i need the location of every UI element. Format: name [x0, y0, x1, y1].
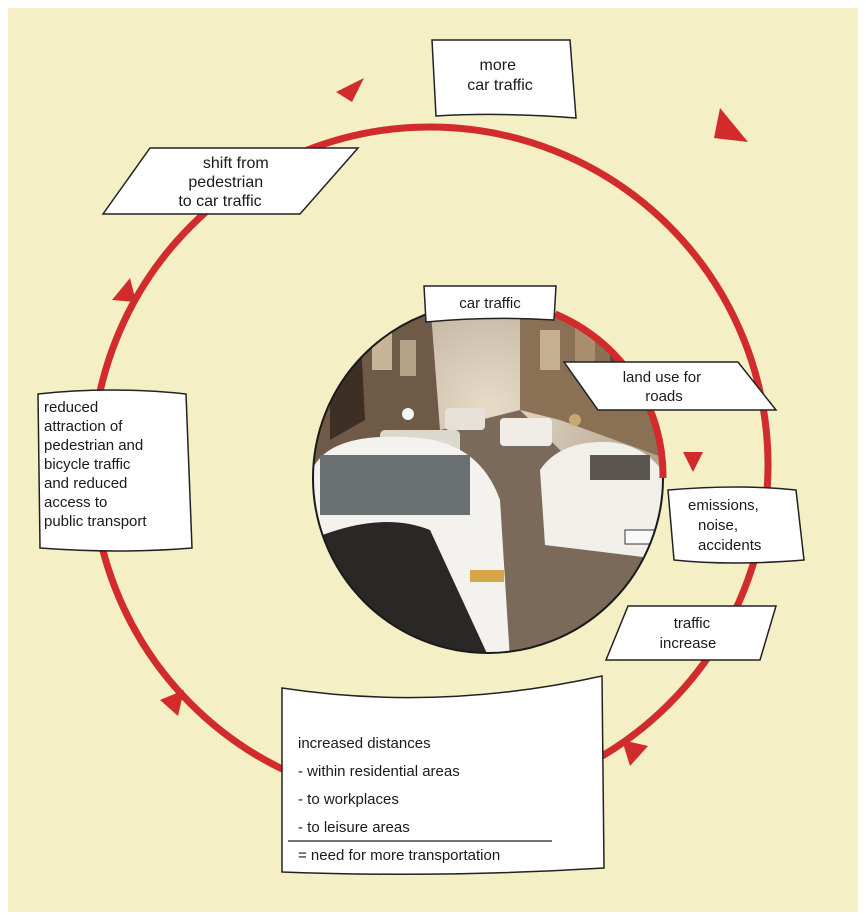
box-emissions: emissions, noise, accidents: [667, 486, 805, 564]
svg-text:traffic increase: traffic increase: [660, 615, 717, 652]
svg-text:emissions, noise,: emissions, noise, accidents: [688, 497, 763, 554]
reduced-line1: reduced: [44, 399, 98, 416]
arrowhead-top-right: [714, 108, 748, 142]
reduced-line6: access to: [44, 494, 107, 511]
car-traffic-label: car traffic: [459, 295, 521, 312]
emissions-line1: emissions,: [688, 497, 759, 514]
arrowhead-left-lower: [160, 690, 184, 716]
box-shift-to-car-traffic: shift from pedestrian to car traffic: [101, 147, 360, 215]
emissions-line2: noise,: [698, 517, 738, 534]
reduced-line4: bicycle traffic: [44, 456, 131, 473]
box-land-use: land use for roads: [562, 361, 778, 411]
traffic-increase-line2: increase: [660, 635, 717, 652]
box-car-traffic: car traffic: [423, 285, 557, 323]
more-car-traffic-line1: more: [480, 57, 517, 74]
arrowhead-left-upper: [112, 278, 136, 302]
distances-result: = need for more transportation: [298, 847, 500, 864]
svg-text:shift from pedestrian: shift from pedestrian to car traffic: [178, 155, 273, 210]
svg-text:land use for roads: land use for roads: [623, 369, 706, 405]
distances-item-workplaces: - to workplaces: [298, 791, 399, 808]
emissions-line3: accidents: [698, 537, 761, 554]
street-traffic-photo-icon: [313, 303, 663, 653]
distances-heading: increased distances: [298, 735, 431, 752]
arrowhead-bottom-right: [622, 740, 648, 766]
svg-text:increased distances - wi: increased distances - within residential…: [298, 735, 500, 864]
shift-line3: to car traffic: [178, 193, 261, 210]
reduced-line2: attraction of: [44, 418, 123, 435]
reduced-line7: public transport: [44, 513, 147, 530]
box-more-car-traffic: more car traffic: [431, 39, 577, 119]
box-reduced-attraction: reduced attraction of pedestrian and bic…: [37, 389, 193, 552]
traffic-increase-line1: traffic: [674, 615, 711, 632]
reduced-line5: and reduced: [44, 475, 127, 492]
box-increased-distances: increased distances - within residential…: [281, 675, 605, 875]
land-use-line2: roads: [645, 388, 683, 405]
distances-item-residential: - within residential areas: [298, 763, 460, 780]
box-traffic-increase: traffic increase: [604, 605, 778, 661]
shift-line1: shift from: [203, 155, 269, 172]
arrowhead-top-left: [336, 78, 364, 102]
reduced-line3: pedestrian and: [44, 437, 143, 454]
more-car-traffic-line2: car traffic: [467, 77, 533, 94]
svg-text:more car traffic: more car traffic: [467, 57, 533, 94]
land-use-line1: land use for: [623, 369, 701, 386]
distances-item-leisure: - to leisure areas: [298, 819, 410, 836]
shift-line2: pedestrian: [188, 174, 263, 191]
svg-text:reduced attraction of: reduced attraction of pedestrian and bic…: [44, 399, 147, 530]
inner-arrowhead: [683, 452, 703, 472]
